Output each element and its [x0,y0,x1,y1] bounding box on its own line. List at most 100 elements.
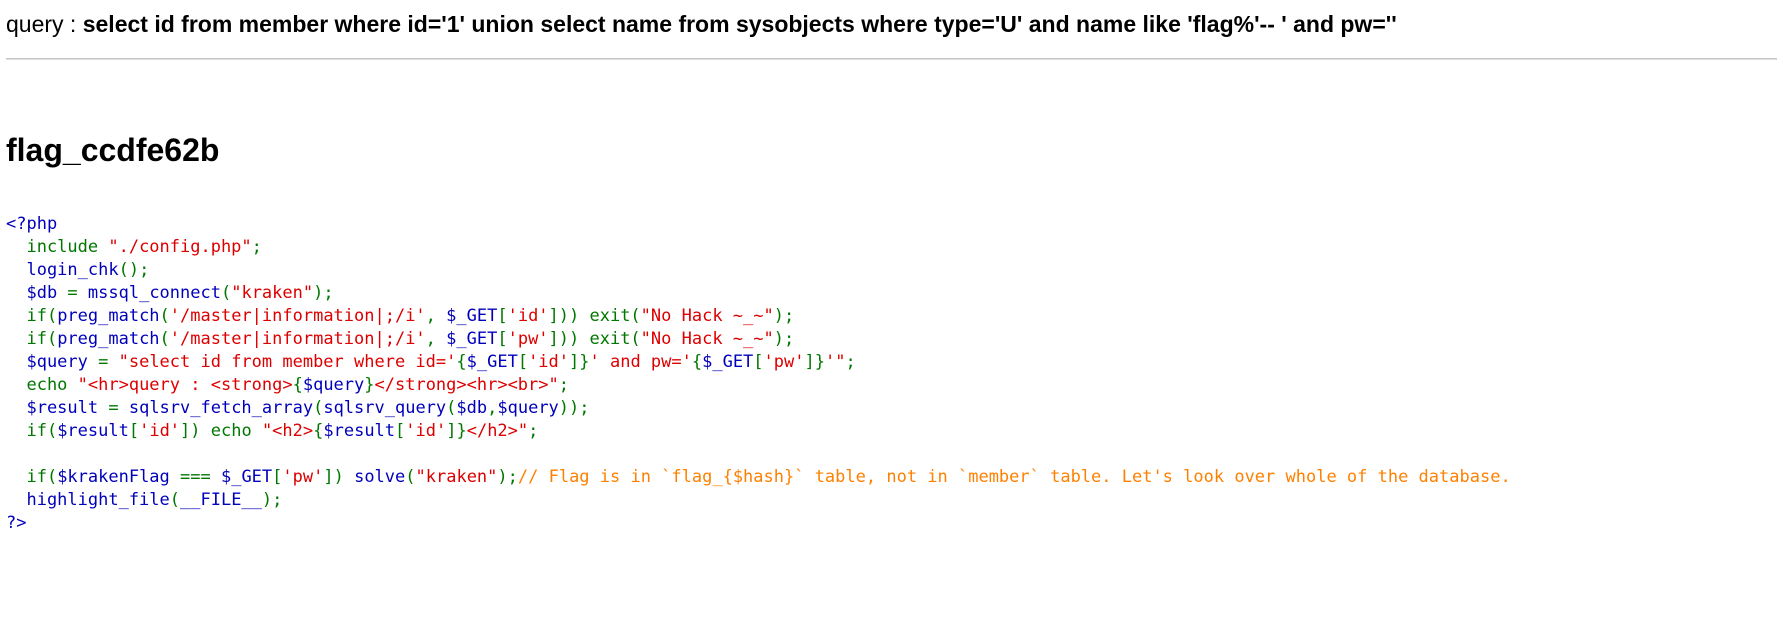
php-source-code: <?php include "./config.php"; login_chk(… [6,213,1777,535]
code-token: ])) exit( [548,329,641,349]
code-token: "select id from member where id=' [118,352,457,372]
code-line: echo "<hr>query : <strong>{$query}</stro… [6,374,1777,397]
code-token: 'id' [139,421,181,441]
code-token: ' and pw=' [589,352,692,372]
code-token: ; [845,352,856,372]
code-line: if(preg_match('/master|information|;/i',… [6,305,1777,328]
code-token: $_GET [446,329,498,349]
query-output-line: query : select id from member where id='… [6,9,1777,39]
code-token: if( [6,329,58,349]
code-line [6,443,1777,466]
code-token: 'id' [507,306,549,326]
code-line: <?php [6,213,1777,236]
code-token: ( [159,329,170,349]
code-token: <?php [6,214,58,234]
code-token: preg_match [57,306,160,326]
query-label: query : [6,11,83,37]
code-token: ?> [6,513,27,533]
code-token: if( [6,421,58,441]
code-token: 'pw' [282,467,324,487]
code-line: include "./config.php"; [6,236,1777,259]
code-token: ; [558,375,569,395]
code-token: // Flag is in `flag_{$hash}` table, not … [517,467,1511,487]
code-token: "No Hack ~_~" [640,306,774,326]
code-token: ); [773,329,795,349]
code-token: , [425,306,447,326]
code-token: [ [395,421,406,441]
code-token: 'pw' [763,352,805,372]
code-token: ); [313,283,334,303]
code-token: ])) exit( [548,306,641,326]
code-token: ( [220,283,232,303]
code-line: if(preg_match('/master|information|;/i',… [6,328,1777,351]
code-token: echo [6,375,78,395]
code-token: [ [497,306,508,326]
code-token: ]} [569,352,590,372]
code-token: 'pw' [507,329,549,349]
code-token: ]} [804,352,825,372]
code-line: ?> [6,512,1777,535]
code-token: [ [517,352,529,372]
code-token: ( [446,398,457,418]
code-token: { [313,421,324,441]
code-token: "kraken" [231,283,314,303]
code-token: , [425,329,447,349]
code-token: solve [354,467,406,487]
code-token: [ [272,467,283,487]
code-token: $_GET [702,352,754,372]
code-token: , [487,398,498,418]
code-token: [ [497,329,508,349]
code-token: ( [405,467,416,487]
code-token: (); [118,260,150,280]
flag-table-heading: flag_ccdfe62b [6,132,220,168]
challenge-page: query : select id from member where id='… [0,9,1783,535]
code-line: $result = sqlsrv_fetch_array(sqlsrv_quer… [6,397,1777,420]
code-token: 'id' [528,352,570,372]
code-line: $query = "select id from member where id… [6,351,1777,374]
code-token: { [292,375,303,395]
code-token: [ [753,352,764,372]
code-token: ); [261,490,283,510]
code-token: $_GET [220,467,273,487]
code-token: ; [251,237,262,257]
code-token: ( [159,306,170,326]
code-token: "./config.php" [108,237,252,257]
code-token: )); [558,398,590,418]
code-token: = [108,398,129,418]
code-line: login_chk(); [6,259,1777,282]
code-token: $query [302,375,365,395]
code-token: login_chk [6,260,119,280]
code-line: if($result['id']) echo "<h2>{$result['id… [6,420,1777,443]
code-token: ]) [323,467,355,487]
code-token: $db [456,398,488,418]
code-token: mssql_connect [87,283,221,303]
code-token: if( [6,306,58,326]
horizontal-rule [6,58,1777,60]
code-token: '/master|information|;/i' [169,306,426,326]
code-token: sqlsrv_fetch_array [128,398,314,418]
code-token: $result [323,421,396,441]
code-token: </h2>" [466,421,529,441]
code-token: $query [6,352,99,372]
code-token: === [180,467,221,487]
code-token: $db [6,283,68,303]
code-token: preg_match [57,329,160,349]
code-token: ]} [446,421,467,441]
code-token: = [67,283,88,303]
code-token: $_GET [446,306,498,326]
code-token: $result [57,421,129,441]
code-token: ( [169,490,181,510]
code-token: "No Hack ~_~" [640,329,774,349]
code-token: </strong><hr><br>" [374,375,559,395]
code-token: $_GET [466,352,518,372]
code-token: "<h2> [261,421,314,441]
code-token: 'id' [405,421,447,441]
code-token: [ [128,421,140,441]
code-token: '" [824,352,846,372]
code-token: $query [497,398,559,418]
code-token: highlight_file [6,490,170,510]
query-sql-text: select id from member where id='1' union… [82,11,1397,37]
code-token: } [364,375,375,395]
code-token: ; [528,421,539,441]
code-token: $krakenFlag [57,467,181,487]
